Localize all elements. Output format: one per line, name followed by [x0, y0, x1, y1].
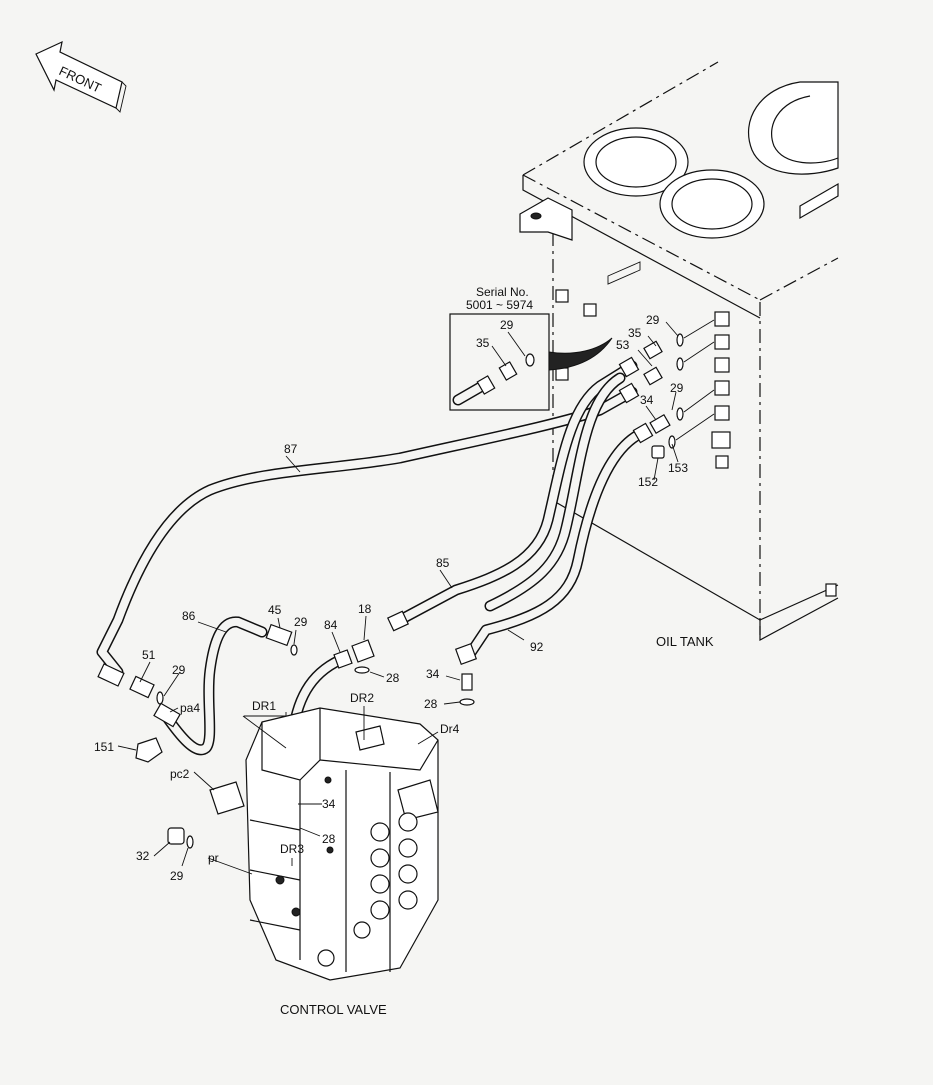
- callout-85: 85: [436, 556, 450, 570]
- callout-84: 84: [324, 618, 338, 632]
- callout-51: 51: [142, 648, 156, 662]
- callout-29-tank-top: 29: [646, 313, 660, 327]
- front-arrow-icon: FRONT: [35, 40, 127, 113]
- port-dr3: DR3: [280, 842, 304, 856]
- callout-28-dr3: 28: [322, 832, 336, 846]
- callout-32: 32: [136, 849, 150, 863]
- fittings: [97, 319, 715, 849]
- port-dr1: DR1: [252, 699, 276, 713]
- callout-29-pr: 29: [170, 869, 184, 883]
- hose-86: [160, 616, 268, 756]
- callout-87: 87: [284, 442, 298, 456]
- callout-151: 151: [94, 740, 114, 754]
- inset-callout-a: 29: [500, 318, 514, 332]
- callout-45: 45: [268, 603, 282, 617]
- port-pa4: pa4: [180, 701, 200, 715]
- port-pr: pr: [208, 851, 219, 865]
- oil-tank: OIL TANK: [519, 61, 839, 649]
- callouts: 87 85 92 86 45 29 84 18 28 34 28 51 29 1…: [94, 313, 688, 883]
- control-valve-label: CONTROL VALVE: [280, 1002, 387, 1017]
- serial-label: Serial No.: [476, 285, 529, 299]
- callout-153: 153: [668, 461, 688, 475]
- callout-28-dr4: 28: [424, 697, 438, 711]
- serial-range: 5001 ~ 5974: [466, 298, 533, 312]
- callout-152: 152: [638, 475, 658, 489]
- port-dr2: DR2: [350, 691, 374, 705]
- control-valve: CONTROL VALVE: [209, 707, 439, 1017]
- callout-28-tee: 28: [386, 671, 400, 685]
- callout-34-tank: 34: [640, 393, 654, 407]
- callout-86: 86: [182, 609, 196, 623]
- hose-92: [464, 426, 650, 660]
- callout-34-dr4: 34: [426, 667, 440, 681]
- port-labels: DR1 DR2 DR3 Dr4 pa4 pc2 pr: [170, 691, 460, 865]
- leader-lines: [117, 321, 679, 875]
- callout-29-pa4: 29: [172, 663, 186, 677]
- serial-inset: Serial No. 5001 ~ 5974 29 35: [449, 285, 613, 411]
- hose-87: [96, 386, 638, 678]
- callout-29-tank-mid: 29: [670, 381, 684, 395]
- callout-18: 18: [358, 602, 372, 616]
- hose-85: [394, 360, 638, 626]
- tank-ports: [555, 289, 837, 597]
- callout-53-tank: 53: [616, 338, 630, 352]
- callout-35-tank: 35: [628, 326, 642, 340]
- oil-tank-label: OIL TANK: [656, 634, 714, 649]
- port-pc2: pc2: [170, 767, 190, 781]
- callout-34-dr3: 34: [322, 797, 336, 811]
- callout-29-hose: 29: [294, 615, 308, 629]
- port-dr4: Dr4: [440, 722, 460, 736]
- callout-92: 92: [530, 640, 544, 654]
- inset-callout-b: 35: [476, 336, 490, 350]
